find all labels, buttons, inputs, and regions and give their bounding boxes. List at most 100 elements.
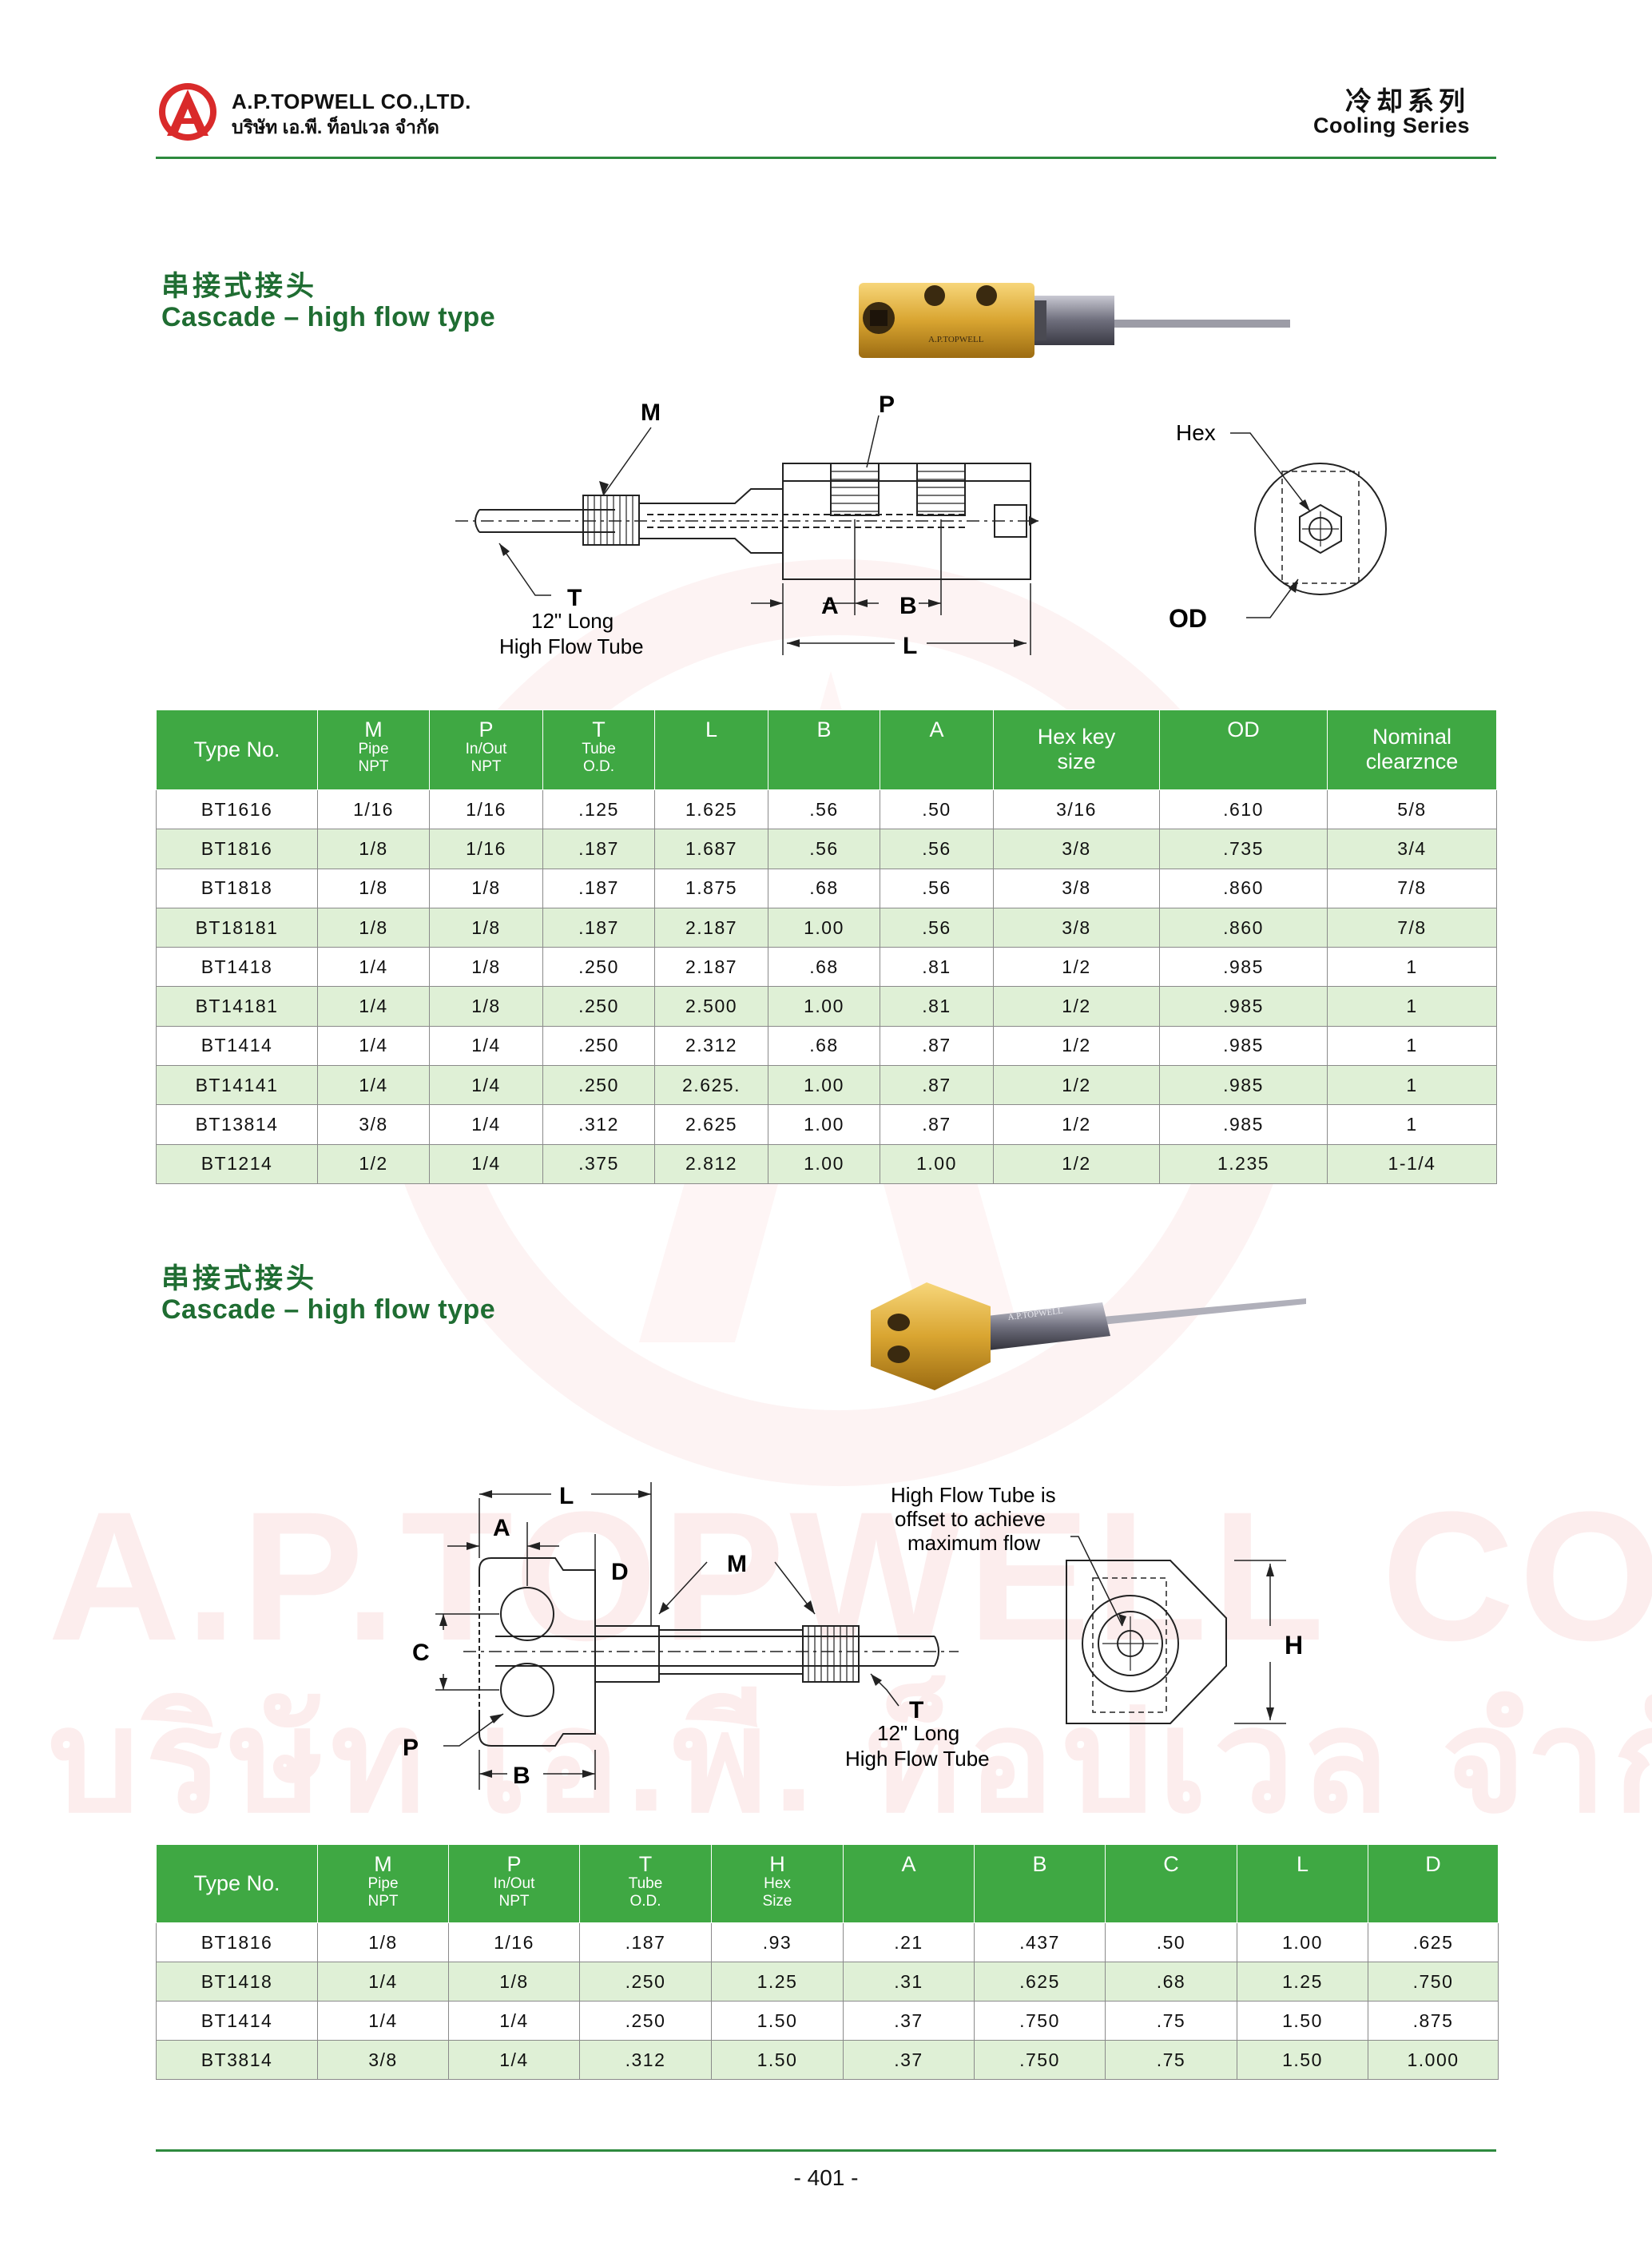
header2-m-sub2: NPT (367, 1893, 399, 1910)
table-cell: .93 (711, 1922, 844, 1962)
header2-b: B (974, 1844, 1106, 1923)
table-cell: 1/8 (317, 1922, 449, 1962)
header-nominal-line1: Nominal (1372, 724, 1452, 749)
table-cell: 1/4 (448, 2040, 580, 2080)
table-cell: 1/8 (448, 1962, 580, 2002)
company-name-en: A.P.TOPWELL CO.,LTD. (232, 89, 471, 113)
table-cell: BT14141 (156, 1065, 318, 1106)
table-cell: 1.687 (654, 829, 768, 869)
table-cell: 1/2 (993, 1143, 1160, 1184)
section1-label-m: M (641, 400, 661, 426)
section2-label-t: T (909, 1697, 923, 1723)
table-cell: .860 (1159, 868, 1328, 908)
table-cell: .37 (843, 2040, 975, 2080)
table-cell: .860 (1159, 907, 1328, 948)
header2-m-label: M (374, 1852, 392, 1876)
table-cell: 1/4 (317, 1065, 430, 1106)
table-cell: 1.25 (1237, 1962, 1368, 2002)
table-cell: 1.00 (1237, 1922, 1368, 1962)
table-cell: 1/16 (429, 829, 543, 869)
table-cell: BT13814 (156, 1104, 318, 1145)
table-cell: 1/2 (317, 1143, 430, 1184)
section2-label-d: D (611, 1559, 629, 1585)
section2-label-l: L (559, 1483, 574, 1509)
table-cell: .56 (880, 829, 994, 869)
table-cell: .75 (1105, 2001, 1237, 2041)
header-p-sub1: In/Out (465, 741, 507, 758)
table-cell: 1/2 (993, 1065, 1160, 1106)
table-cell: 1/4 (429, 1065, 543, 1106)
table-cell: .437 (974, 1922, 1106, 1962)
table-cell: .68 (768, 868, 880, 908)
header2-t-label: T (638, 1852, 653, 1876)
table-cell: 1.50 (711, 2001, 844, 2041)
table-cell: .985 (1159, 947, 1328, 988)
table-cell: 7/8 (1327, 868, 1497, 908)
footer-rule (156, 2149, 1496, 2152)
table-cell: .21 (843, 1922, 975, 1962)
table-cell: .68 (768, 1025, 880, 1067)
header-m-sub1: Pipe (358, 741, 389, 758)
table-cell: 1/4 (317, 2001, 449, 2041)
table-cell: .56 (768, 789, 880, 830)
table-cell: 5/8 (1327, 789, 1497, 830)
table-cell: .735 (1159, 829, 1328, 869)
section1-label-od: OD (1169, 604, 1207, 633)
table-cell: .68 (768, 947, 880, 988)
section2-label-c: C (412, 1640, 430, 1666)
table-cell: .750 (1368, 1962, 1499, 2002)
table-cell: 1/2 (993, 947, 1160, 988)
table-cell: .187 (579, 1922, 712, 1962)
table-cell: BT1616 (156, 789, 318, 830)
table-cell: .75 (1105, 2040, 1237, 2080)
section1-product-marking: A.P.TOPWELL (928, 335, 984, 344)
table-cell: 2.187 (654, 907, 768, 948)
table-cell: 1/8 (317, 829, 430, 869)
section1-label-t: T (567, 585, 582, 611)
table-cell: 1.000 (1368, 2040, 1499, 2080)
table-cell: .610 (1159, 789, 1328, 830)
table-cell: 1 (1327, 1025, 1497, 1067)
table-cell: 1.25 (711, 1962, 844, 2002)
table-cell: 2.312 (654, 1025, 768, 1067)
table-cell: .985 (1159, 1025, 1328, 1067)
table-cell: 3/8 (317, 2040, 449, 2080)
section1-tube-line2: High Flow Tube (499, 634, 644, 658)
header-p-label: P (479, 718, 494, 741)
table-cell: 1/4 (429, 1025, 543, 1067)
page-number: - 401 - (793, 2165, 859, 2190)
table-cell: BT14181 (156, 986, 318, 1027)
table-cell: 1/8 (317, 907, 430, 948)
table-cell: 1/16 (448, 1922, 580, 1962)
table-cell: 1/16 (429, 789, 543, 830)
table-cell: .37 (843, 2001, 975, 2041)
table-cell: 1/4 (429, 1104, 543, 1145)
table-cell: .31 (843, 1962, 975, 2002)
table-cell: .625 (974, 1962, 1106, 2002)
header2-t-sub2: O.D. (629, 1893, 661, 1910)
header-l: L (654, 710, 768, 790)
table-cell: BT1816 (156, 829, 318, 869)
table-cell: 2.625. (654, 1065, 768, 1106)
section2-note-line2: offset to achieve (895, 1507, 1046, 1531)
header2-p-sub2: NPT (498, 1893, 530, 1910)
table-cell: .56 (880, 907, 994, 948)
header-rule (156, 157, 1496, 159)
table-cell: 1/4 (317, 1025, 430, 1067)
table-cell: .87 (880, 1065, 994, 1106)
header2-c: C (1105, 1844, 1237, 1923)
table-cell: .50 (1105, 1922, 1237, 1962)
